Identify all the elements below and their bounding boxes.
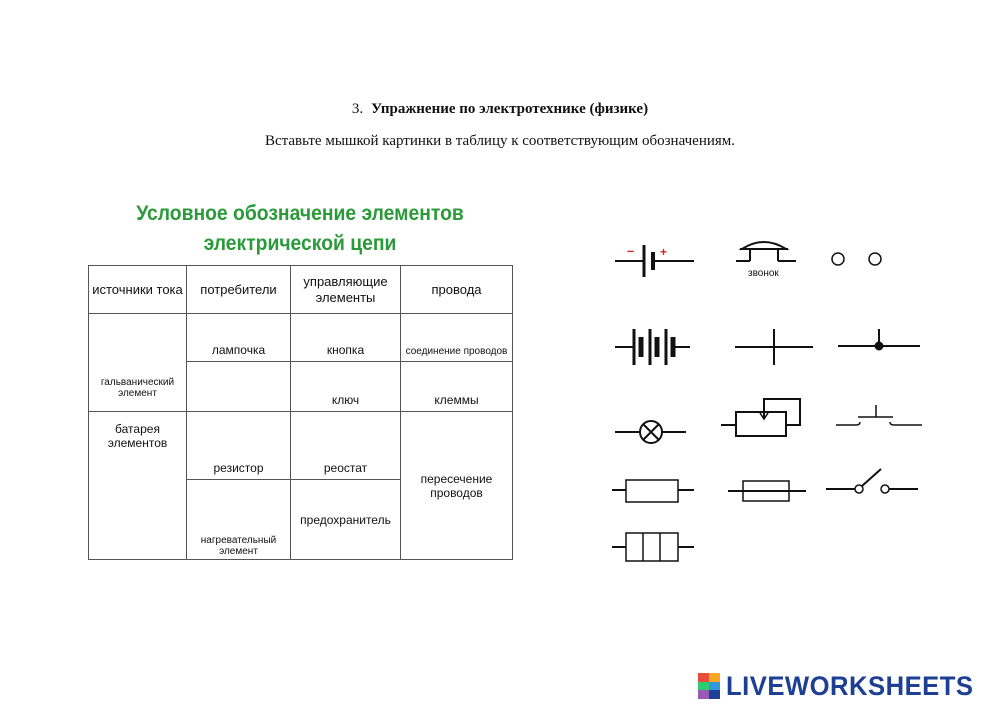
task-number: 3. (351, 101, 364, 117)
key-symbol[interactable] (826, 468, 918, 494)
table-heading: Условное обозначение элементов электриче… (105, 199, 495, 259)
cell-lamp[interactable]: лампочка (186, 313, 291, 362)
resistor-symbol[interactable] (612, 479, 694, 503)
task-instruction: Вставьте мышкой картинки в таблицу к соо… (264, 133, 736, 149)
symbols-palette: – + звонок (612, 241, 922, 562)
task-title-line: 3. Упражнение по электротехнике (физике) (0, 101, 1000, 118)
battery-symbol[interactable] (615, 329, 690, 365)
task-title: Упражнение по электротехнике (физике) (371, 101, 649, 117)
bell-symbol[interactable]: звонок (736, 241, 796, 279)
cell-wire-connection[interactable]: соединение проводов (400, 313, 513, 362)
cell-heater[interactable]: нагревательный элемент (186, 479, 291, 560)
cell-battery[interactable]: батарея элементов (88, 411, 187, 560)
table-heading-line2: электрической цепи (203, 232, 397, 255)
wire-crossing-symbol[interactable] (735, 329, 813, 365)
rheostat-symbol[interactable] (721, 398, 801, 437)
table-heading-line1: Условное обозначение элементов (136, 202, 464, 225)
cell-terminals[interactable]: клеммы (400, 361, 513, 412)
liveworksheets-logo: LIVEWORKSHEETS (698, 671, 987, 701)
minus-sign: – (627, 243, 634, 258)
cell-wire-crossing[interactable]: пересечение проводов (400, 411, 513, 560)
header-consumers: потребители (186, 265, 291, 314)
logo-text: LIVEWORKSHEETS (726, 670, 974, 701)
cell-button[interactable]: кнопка (290, 313, 401, 362)
bell-label: звонок (748, 268, 779, 279)
header-sources: источники тока (88, 265, 187, 314)
lamp-symbol[interactable] (615, 420, 686, 444)
cell-resistor[interactable]: резистор (186, 411, 291, 480)
wire-connection-symbol[interactable] (838, 329, 920, 351)
button-symbol[interactable] (836, 405, 922, 426)
header-wires: провода (400, 265, 513, 314)
plus-sign: + (660, 245, 667, 259)
terminals-symbol[interactable] (831, 252, 882, 266)
cell-fuse[interactable]: предохранитель (290, 479, 401, 560)
logo-mark-icon (698, 673, 720, 699)
legend-table: источники тока потребители управляющие э… (88, 265, 513, 560)
cell-rheostat[interactable]: реостат (290, 411, 401, 480)
fuse-symbol[interactable] (728, 480, 806, 502)
galvanic-cell-symbol[interactable]: – + (615, 243, 694, 277)
cell-galvanic[interactable]: гальванический элемент (88, 313, 187, 412)
heater-symbol[interactable] (612, 532, 694, 562)
header-control: управляющие элементы (290, 265, 401, 314)
cell-empty-consumer[interactable] (186, 361, 291, 412)
cell-key[interactable]: ключ (290, 361, 401, 412)
